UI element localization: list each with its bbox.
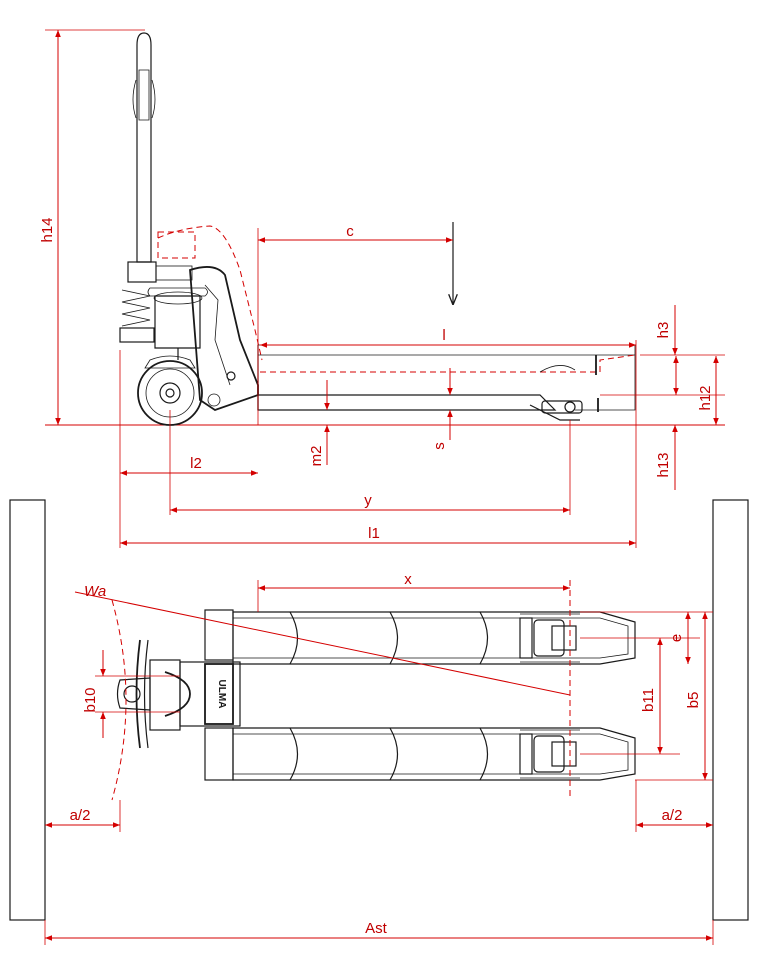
label-x: x [404, 571, 412, 588]
label-wa: Wa [84, 583, 106, 600]
fork-side [257, 344, 636, 421]
dim-b10 [95, 650, 180, 738]
hydraulic-pump [147, 287, 208, 360]
dim-h3 [640, 305, 725, 356]
dim-a2-left [45, 800, 121, 832]
label-l: l [442, 327, 445, 344]
tiller-top [116, 639, 191, 749]
dim-c [257, 228, 453, 425]
turning-arc [111, 599, 127, 801]
label-h14: h14 [39, 217, 56, 242]
label-y: y [364, 492, 372, 509]
dim-h12 [600, 356, 725, 425]
dim-b5 [635, 612, 713, 781]
spring [119, 289, 155, 343]
label-a2-right: a/2 [662, 807, 683, 824]
tiller-handle [127, 32, 193, 283]
dim-x [257, 580, 571, 800]
label-c: c [346, 223, 354, 240]
dim-h14 [45, 29, 145, 425]
dim-a2-right [635, 780, 713, 832]
dim-l2 [119, 350, 258, 548]
dim-y [169, 410, 571, 515]
label-h13: h13 [655, 452, 672, 477]
label-e: e [668, 634, 685, 642]
steering-wheel [137, 355, 221, 426]
brand-mark: ULMA [216, 680, 227, 709]
label-b10: b10 [82, 687, 99, 712]
label-h3: h3 [655, 322, 672, 339]
label-a2-left: a/2 [70, 807, 91, 824]
label-b11: b11 [640, 688, 657, 712]
dim-ast [44, 920, 714, 945]
dim-e [580, 611, 713, 664]
fork-upper [232, 611, 636, 665]
top-view: ULMA [9, 499, 749, 945]
label-h12: h12 [697, 385, 714, 410]
label-l2: l2 [190, 455, 202, 472]
handle-swing-outline [157, 225, 263, 361]
side-view: h14 c l h3 h12 h13 [39, 29, 725, 548]
fork-lower [232, 727, 636, 781]
chassis-top: ULMA [179, 609, 241, 781]
left-wall [9, 499, 46, 921]
label-s: s [431, 442, 448, 450]
dim-l [260, 340, 637, 548]
chassis-head [189, 266, 259, 411]
right-wall [712, 499, 749, 921]
label-ast: Ast [365, 920, 388, 937]
handle-dashed-grip [157, 231, 196, 259]
label-l1: l1 [368, 525, 380, 542]
label-b5: b5 [685, 692, 702, 709]
dim-wa-line [74, 591, 571, 696]
label-m2: m2 [308, 446, 325, 467]
dim-b11 [580, 638, 680, 755]
